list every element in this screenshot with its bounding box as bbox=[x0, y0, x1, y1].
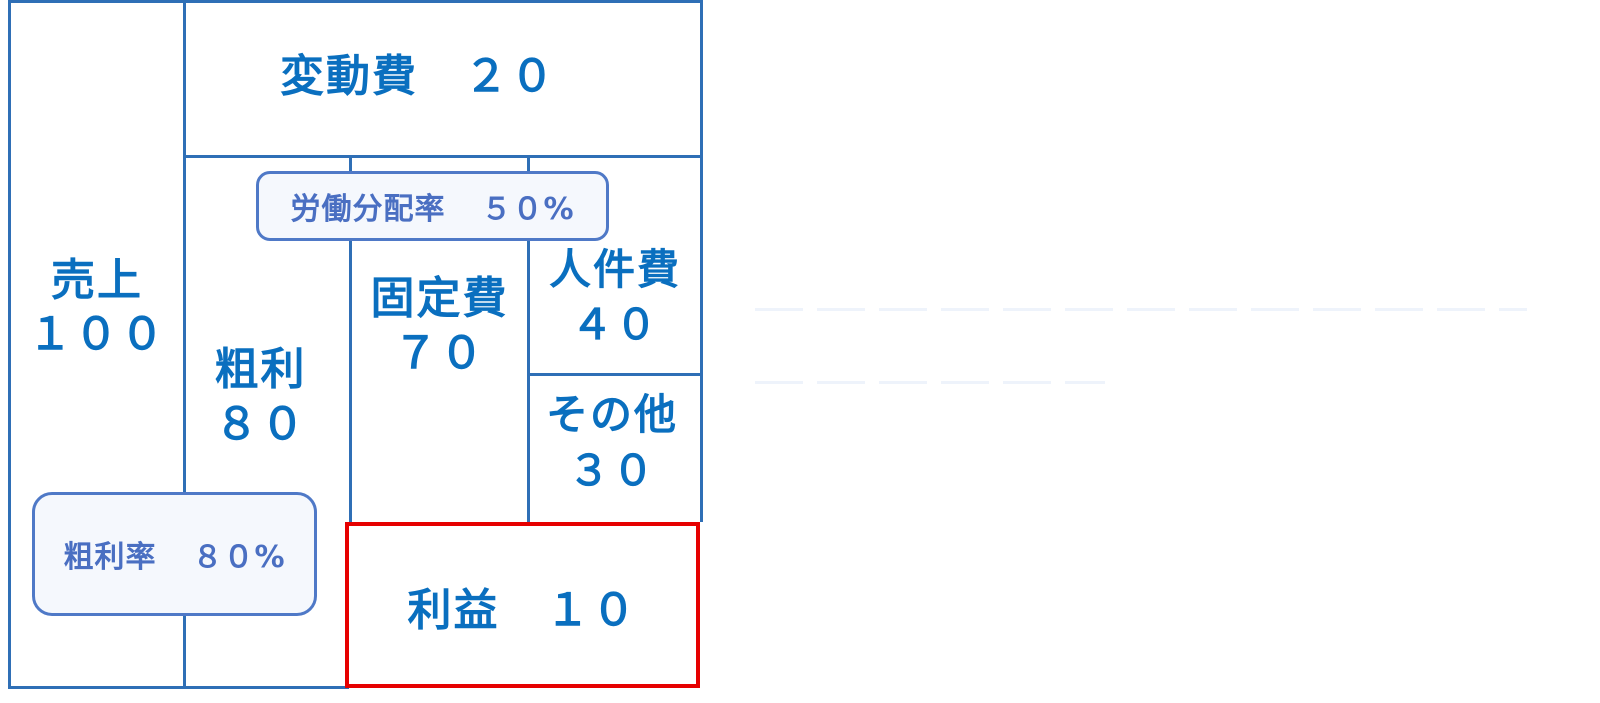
variable-cost-label: 変動費 ２０ bbox=[280, 51, 556, 102]
gross-profit-name: 粗利 bbox=[214, 344, 307, 395]
faint-dashed-line-top bbox=[755, 308, 1527, 311]
gross-margin-value: ８０% bbox=[192, 540, 286, 575]
gross-margin-label: 粗利率 bbox=[63, 540, 157, 575]
sales-value: １００ bbox=[28, 309, 166, 360]
personnel-cost-name: 人件費 bbox=[548, 245, 681, 294]
profit-label: 利益 １０ bbox=[407, 585, 638, 636]
profit-highlight-frame bbox=[345, 522, 700, 688]
other-cost-name: その他 bbox=[545, 390, 678, 439]
fixed-cost-value: ７０ bbox=[393, 328, 486, 379]
sales-name: 売上 bbox=[51, 255, 143, 306]
profit-block bbox=[349, 522, 703, 689]
other-cost-value: ３０ bbox=[567, 446, 656, 495]
faint-dashed-line-bottom bbox=[755, 381, 1105, 384]
gross-profit-value: ８０ bbox=[214, 399, 307, 450]
variable-cost-block bbox=[183, 0, 703, 158]
labor-share-label: 労働分配率 bbox=[290, 192, 446, 227]
labor-share-badge: 労働分配率 ５０% bbox=[256, 171, 609, 241]
fixed-cost-name: 固定費 bbox=[370, 273, 509, 324]
labor-share-value: ５０% bbox=[481, 192, 575, 227]
personnel-cost-value: ４０ bbox=[570, 300, 659, 349]
gross-profit-block bbox=[183, 155, 352, 689]
other-cost-block bbox=[527, 373, 703, 525]
gross-margin-badge: 粗利率 ８０% bbox=[32, 492, 317, 616]
